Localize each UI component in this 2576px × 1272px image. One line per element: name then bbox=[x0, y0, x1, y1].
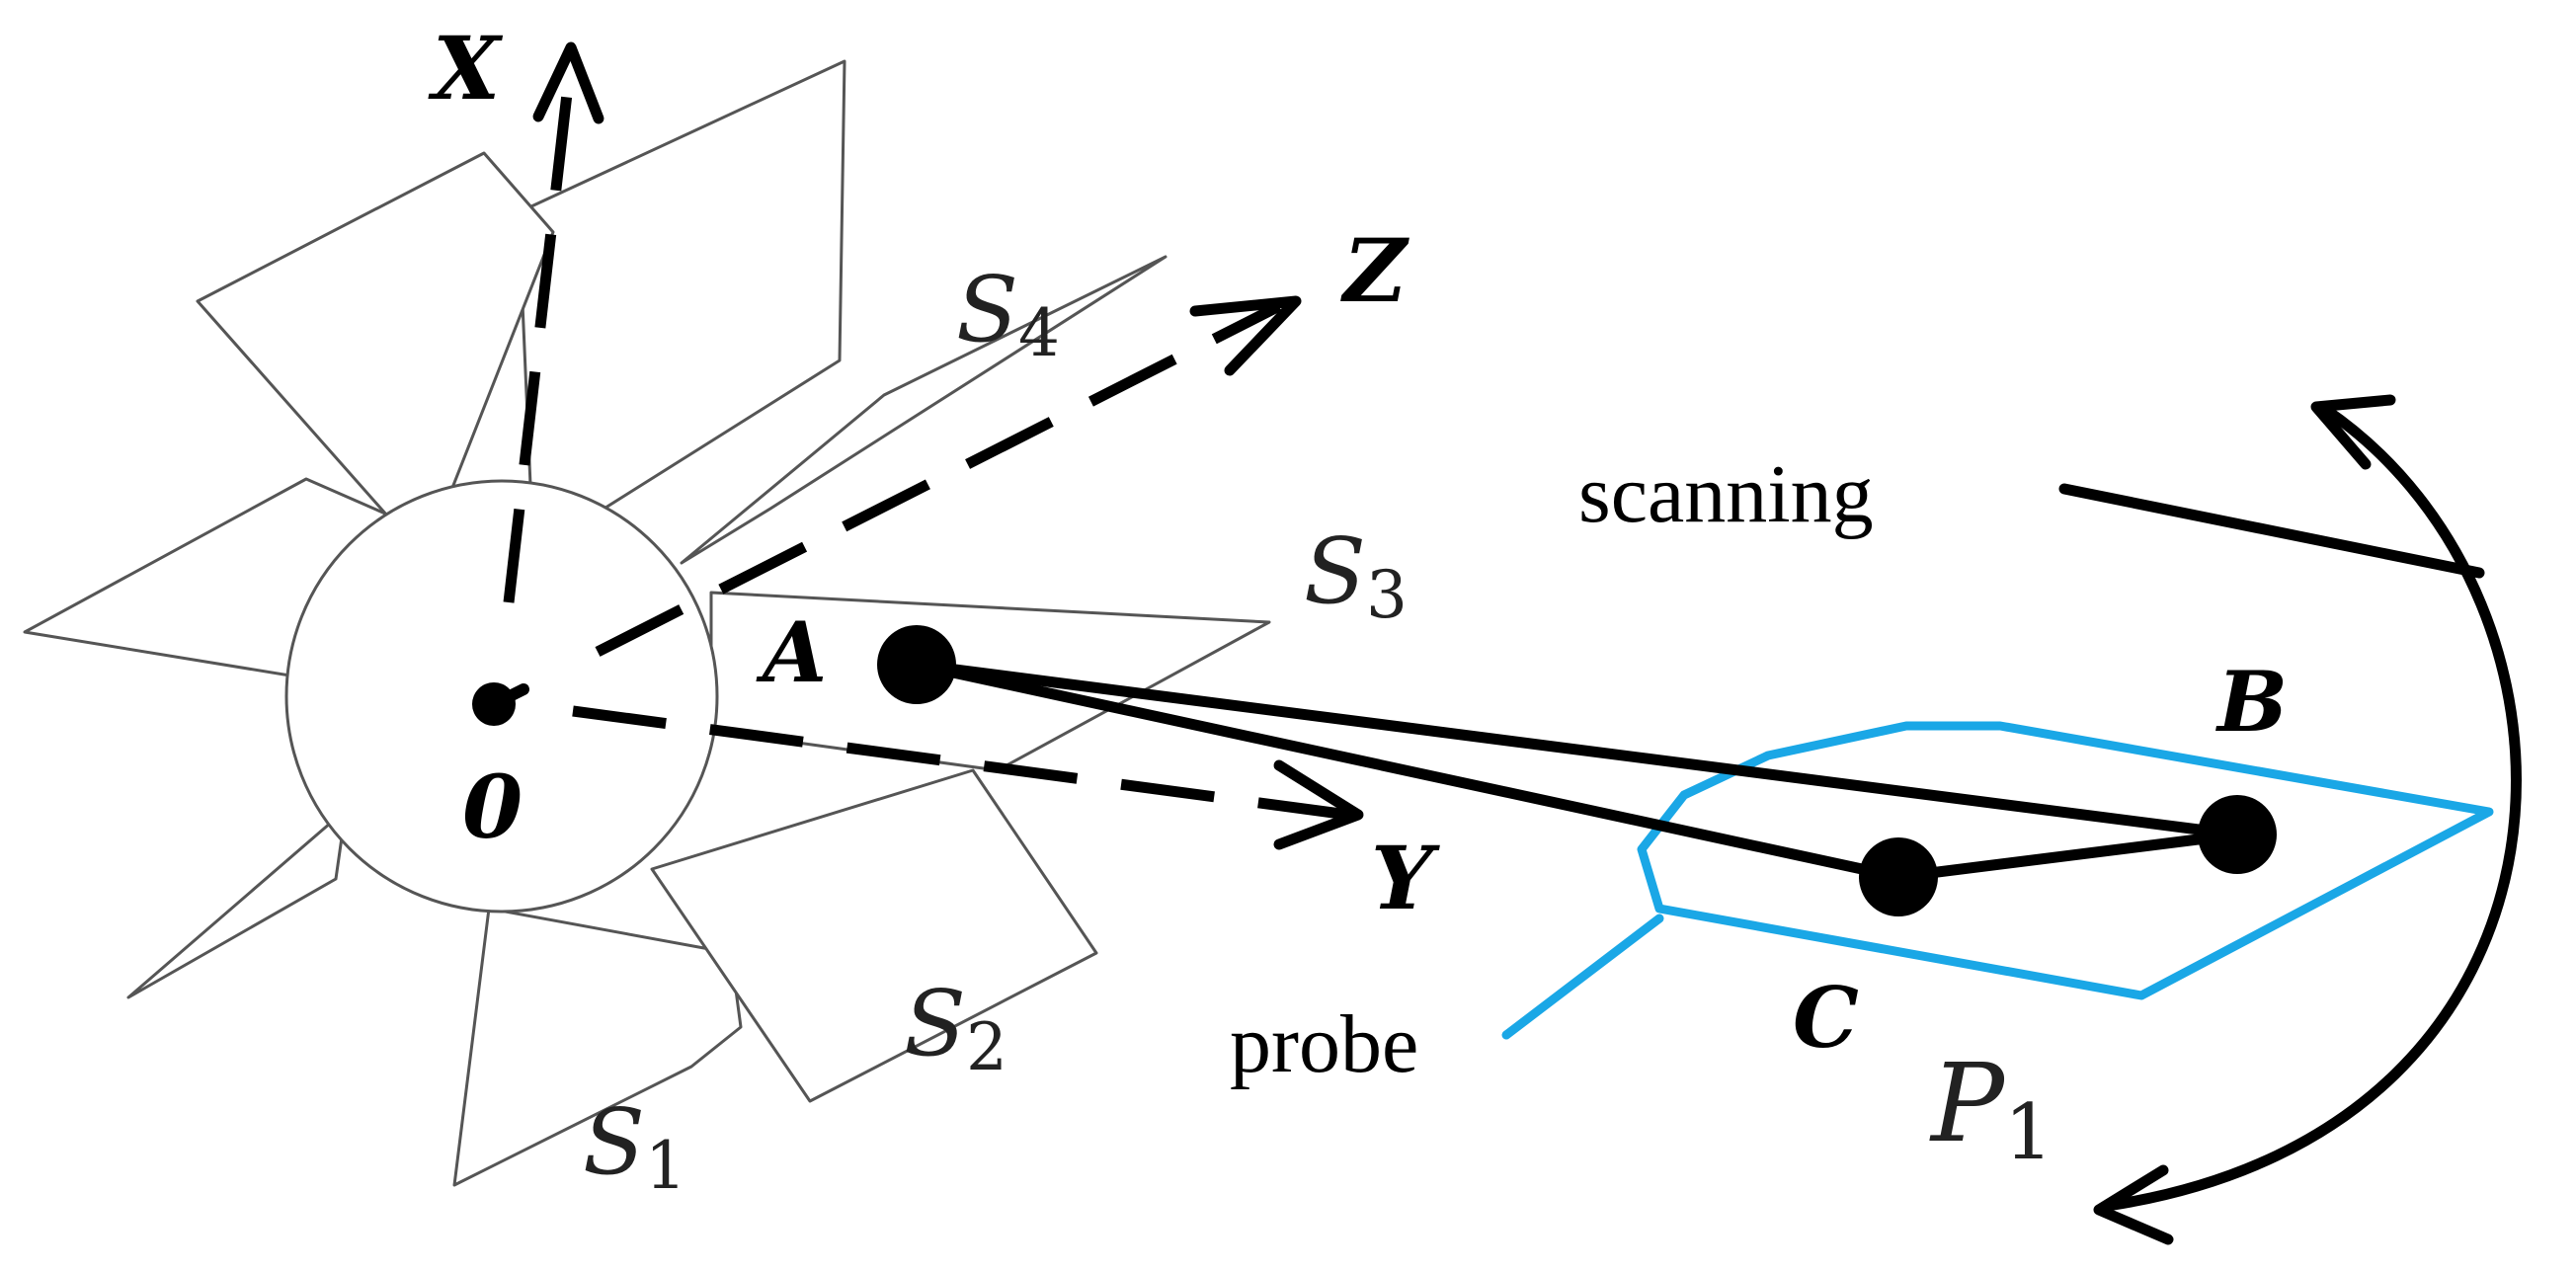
point-a-label: A bbox=[756, 603, 827, 701]
probe-leader bbox=[1501, 914, 1664, 1040]
s1-sub: 1 bbox=[645, 1128, 686, 1204]
link-a-b bbox=[911, 659, 2243, 840]
plane-sub: 1 bbox=[2004, 1088, 2053, 1177]
scanning-arrowhead-bottom bbox=[2093, 1164, 2174, 1245]
origin-stub bbox=[488, 683, 529, 710]
z-axis-line bbox=[595, 301, 1282, 657]
blade-top bbox=[517, 59, 846, 555]
x-axis-line bbox=[503, 58, 577, 603]
blade-upper-right-s4 bbox=[680, 255, 1167, 565]
joint-b bbox=[2198, 795, 2277, 874]
blade-top-left bbox=[196, 151, 555, 560]
s2-label: S2 bbox=[904, 971, 1007, 1085]
s2-sub: 2 bbox=[966, 1009, 1007, 1085]
s3-sub: 3 bbox=[1366, 557, 1408, 633]
y-axis-arrowhead bbox=[1273, 759, 1364, 850]
s1-letter: S bbox=[583, 1089, 645, 1195]
blade-bottom-s1 bbox=[452, 907, 743, 1187]
probe-linkage: A B C bbox=[756, 603, 2288, 1067]
z-axis-arrowhead bbox=[1189, 295, 1302, 376]
probe-outline bbox=[1637, 721, 2494, 1000]
s1-label: S1 bbox=[583, 1089, 686, 1204]
x-axis-arrowhead bbox=[532, 41, 604, 124]
point-b-label: B bbox=[2215, 653, 2288, 751]
x-axis-label: X bbox=[428, 17, 504, 119]
s4-label: S4 bbox=[956, 257, 1060, 371]
s3-label: S3 bbox=[1304, 518, 1408, 633]
s2-letter: S bbox=[904, 971, 966, 1076]
scanning-leader bbox=[2058, 483, 2485, 579]
scanning-label: scanning bbox=[1578, 448, 1874, 540]
link-c-b bbox=[1892, 829, 2243, 883]
y-axis-label: Y bbox=[1371, 827, 1440, 929]
joint-a bbox=[877, 625, 956, 704]
z-axis-label: Z bbox=[1340, 219, 1409, 322]
plane-p1-label: P1 bbox=[1929, 1040, 2053, 1177]
blade-bottom-s2 bbox=[650, 768, 1098, 1103]
plane-letter: P bbox=[1929, 1040, 2006, 1166]
s4-letter: S bbox=[956, 257, 1018, 362]
link-a-c bbox=[911, 659, 1904, 883]
coordinate-axes: X Z Y bbox=[428, 17, 1440, 929]
scanning-arrow-icon bbox=[2058, 394, 2522, 1245]
probe-label: probe bbox=[1230, 998, 1418, 1090]
point-c-label: C bbox=[1793, 969, 1859, 1067]
s4-sub: 4 bbox=[1018, 295, 1060, 371]
origin-label: 0 bbox=[462, 755, 523, 858]
s3-letter: S bbox=[1304, 518, 1366, 624]
joint-c bbox=[1859, 837, 1938, 916]
scanning-arc bbox=[2108, 404, 2522, 1211]
scanning-arrowhead-top bbox=[2310, 394, 2396, 470]
blade-lower-left bbox=[126, 808, 348, 999]
